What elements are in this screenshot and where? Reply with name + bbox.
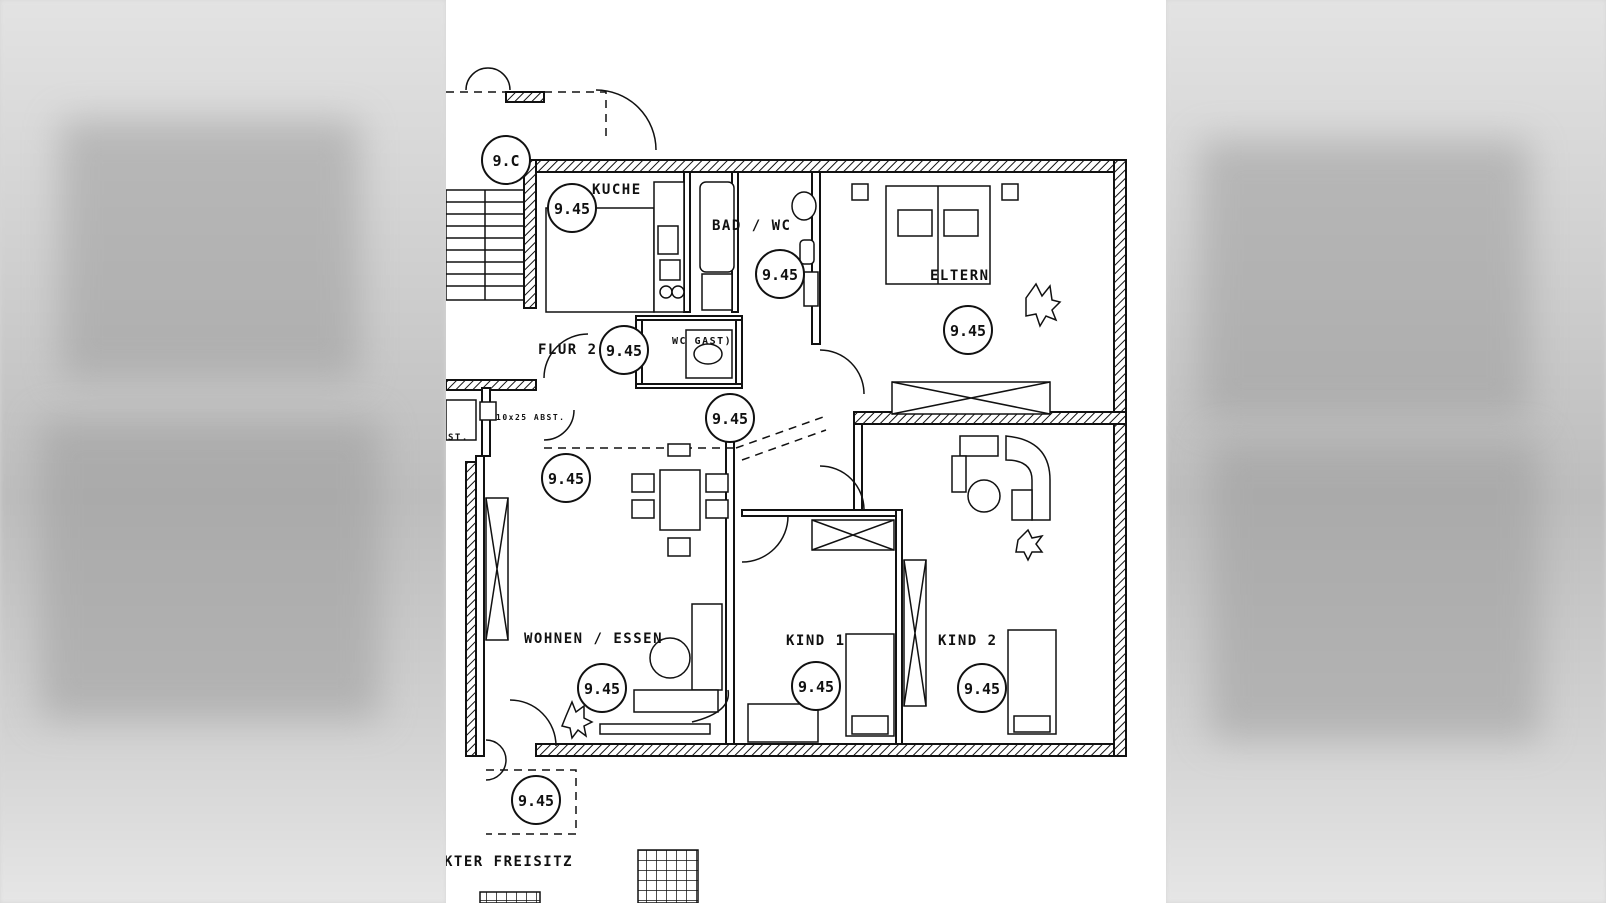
svg-text:9.45: 9.45 bbox=[548, 470, 584, 488]
dashed-lines bbox=[446, 91, 827, 835]
blur-shape bbox=[1210, 440, 1540, 740]
blur-shape bbox=[1200, 140, 1530, 420]
marker-kueche: 9.45 bbox=[547, 183, 597, 233]
marker-wohnen: 9.45 bbox=[577, 663, 627, 713]
room-label-flur: FLUR 2 bbox=[538, 342, 598, 358]
marker-wc: 9.45 bbox=[705, 393, 755, 443]
floor-plan: KUCHE BAD / WC ELTERN FLUR 2 WC GAST) 10… bbox=[446, 0, 1166, 903]
plants bbox=[560, 282, 1062, 740]
svg-text:9.45: 9.45 bbox=[762, 266, 798, 284]
svg-text:9.45: 9.45 bbox=[606, 342, 642, 360]
marker-wohnen-top: 9.45 bbox=[541, 453, 591, 503]
room-label-abst: 10x25 ABST. bbox=[496, 413, 565, 422]
marker-flur: 9.45 bbox=[599, 325, 649, 375]
doors bbox=[465, 67, 865, 781]
svg-text:9.C: 9.C bbox=[492, 152, 519, 170]
room-label-eltern: ELTERN bbox=[930, 268, 990, 284]
interior-walls bbox=[475, 171, 1127, 757]
svg-text:9.45: 9.45 bbox=[518, 792, 554, 810]
svg-text:9.45: 9.45 bbox=[712, 410, 748, 428]
furniture bbox=[446, 181, 1057, 743]
room-label-freisitz: KTER FREISITZ bbox=[446, 854, 573, 870]
marker-bad: 9.45 bbox=[755, 249, 805, 299]
svg-text:9.45: 9.45 bbox=[798, 678, 834, 696]
blur-shape bbox=[40, 420, 380, 720]
terrace-grid bbox=[479, 849, 699, 903]
marker-eltern: 9.45 bbox=[943, 305, 993, 355]
room-label-wc-gast: WC GAST) bbox=[672, 336, 732, 347]
room-label-bad: BAD / WC bbox=[712, 218, 791, 234]
blur-shape bbox=[60, 120, 360, 380]
svg-text:9.45: 9.45 bbox=[554, 200, 590, 218]
height-markers: 9.C 9.45 9.45 9.45 9.45 bbox=[481, 135, 1007, 825]
room-label-kueche: KUCHE bbox=[592, 182, 642, 198]
marker-kind1: 9.45 bbox=[791, 661, 841, 711]
outer-walls bbox=[446, 91, 1127, 757]
marker-stair: 9.C bbox=[481, 135, 531, 185]
room-label-kind2: KIND 2 bbox=[938, 633, 998, 649]
room-labels: KUCHE BAD / WC ELTERN FLUR 2 WC GAST) 10… bbox=[446, 182, 998, 870]
marker-freisitz: 9.45 bbox=[511, 775, 561, 825]
floor-plan-drawing: KUCHE BAD / WC ELTERN FLUR 2 WC GAST) 10… bbox=[446, 67, 1127, 903]
room-label-wohnen: WOHNEN / ESSEN bbox=[524, 631, 663, 647]
stairs bbox=[446, 189, 525, 301]
svg-text:9.45: 9.45 bbox=[950, 322, 986, 340]
room-label-st: ST. bbox=[448, 433, 469, 443]
svg-text:9.45: 9.45 bbox=[964, 680, 1000, 698]
room-label-kind1: KIND 1 bbox=[786, 633, 846, 649]
svg-text:9.45: 9.45 bbox=[584, 680, 620, 698]
marker-kind2: 9.45 bbox=[957, 663, 1007, 713]
